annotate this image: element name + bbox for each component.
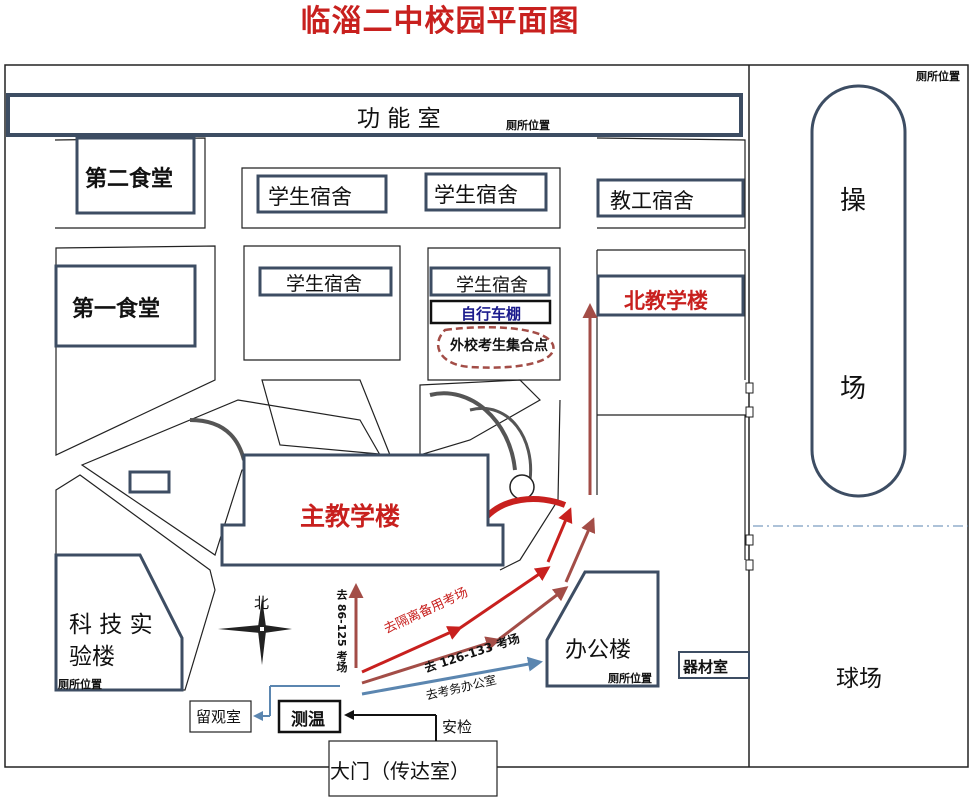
- map-title: 临淄二中校园平面图: [300, 4, 580, 39]
- toilet-label: 厕所位置: [916, 70, 960, 83]
- compass-needle-s: [258, 631, 266, 665]
- block-outline: [596, 137, 746, 229]
- toilet-label: 厕所位置: [608, 672, 652, 685]
- gate-post: [745, 534, 754, 546]
- temperature-check-station: [277, 699, 342, 734]
- science-lab-label-line1: 科 技 实: [69, 612, 153, 638]
- science-lab-label-line2: 验楼: [69, 644, 115, 670]
- route-arrow-126-133-2: [497, 586, 569, 642]
- bike-shed-label: 自行车棚: [461, 305, 522, 323]
- route-label-86-125: 去 86-125 考场: [335, 589, 348, 673]
- equipment-room-building: [678, 651, 750, 679]
- compass-needle-n: [258, 598, 266, 627]
- route-arrow-126-133-1: [361, 636, 501, 685]
- block-outline: [261, 379, 391, 456]
- gate-post: [745, 406, 754, 418]
- playground-label-1: 操: [840, 186, 867, 216]
- assembly-point-area: [436, 325, 555, 369]
- north-teaching-building: [596, 274, 745, 317]
- block-outline: [243, 245, 401, 361]
- dorm-building-b: [424, 172, 548, 212]
- gate-post: [745, 559, 754, 571]
- security-check-label: 安检: [442, 718, 473, 736]
- road-edge: [597, 414, 746, 560]
- canteen-1-building: [54, 264, 197, 348]
- main-teaching-building: [220, 453, 505, 567]
- office-label: 办公楼: [565, 638, 632, 663]
- dorm-d-label: 学生宿舍: [456, 275, 528, 296]
- function-room-label: 功 能 室: [357, 106, 441, 132]
- canteen-1-label: 第一食堂: [72, 297, 161, 322]
- assembly-point-label: 外校考生集合点: [450, 338, 548, 354]
- dorm-c-label: 学生宿舍: [286, 273, 363, 295]
- gate-building: [328, 740, 498, 797]
- staff-dorm-label: 教工宿舍: [610, 189, 694, 213]
- canteen-2-label: 第二食堂: [85, 167, 174, 192]
- block-outline: [597, 249, 746, 380]
- function-room-building: [6, 93, 743, 137]
- route-arrow-isolation-3: [546, 507, 573, 563]
- red-road: [477, 496, 567, 527]
- dorm-a-label: 学生宿舍: [268, 185, 352, 209]
- gate-post: [745, 382, 754, 394]
- office-building: [545, 570, 660, 688]
- equipment-room-label: 器材室: [683, 658, 729, 676]
- dorm-building-d: [429, 266, 551, 297]
- compass-north-label: 北: [254, 594, 270, 612]
- temperature-check-label: 测温: [291, 710, 325, 730]
- block-outline: [427, 247, 561, 381]
- compass-needle-w: [218, 625, 260, 633]
- bike-shed-building: [429, 299, 552, 325]
- small-building: [128, 470, 171, 494]
- canteen-2-building: [75, 136, 196, 215]
- compass-needle-e: [264, 625, 292, 633]
- route-arrow-isolation-1: [361, 626, 463, 674]
- dorm-building-a: [256, 174, 388, 214]
- route-arrow-isolation-2: [459, 566, 551, 630]
- ball-court-label: 球场: [836, 666, 882, 692]
- route-arrow-126-133-3: [564, 517, 596, 583]
- curved-road: [429, 391, 517, 471]
- route-arrow-exam-office: [361, 656, 543, 696]
- curved-road: [189, 418, 246, 461]
- dorm-b-label: 学生宿舍: [434, 183, 518, 207]
- observation-room-building: [189, 700, 252, 733]
- dorm-building-c: [258, 266, 393, 297]
- north-teaching-label: 北教学楼: [624, 289, 708, 313]
- playground-label-2: 场: [840, 374, 867, 404]
- curved-road: [469, 407, 533, 481]
- block-outline: [419, 379, 541, 456]
- observation-room-label: 留观室: [196, 708, 242, 726]
- road-edge: [499, 399, 561, 571]
- toilet-label: 厕所位置: [506, 119, 550, 132]
- playground-track: [810, 84, 907, 498]
- block-outline: [241, 167, 561, 229]
- block-outline: [55, 245, 216, 456]
- main-teaching-label: 主教学楼: [300, 502, 401, 531]
- toilet-label: 厕所位置: [58, 678, 102, 691]
- gate-label: 大门（传达室）: [330, 759, 470, 783]
- staff-dorm-building: [596, 178, 745, 218]
- science-lab-building: [54, 553, 184, 692]
- roundabout: [509, 474, 535, 500]
